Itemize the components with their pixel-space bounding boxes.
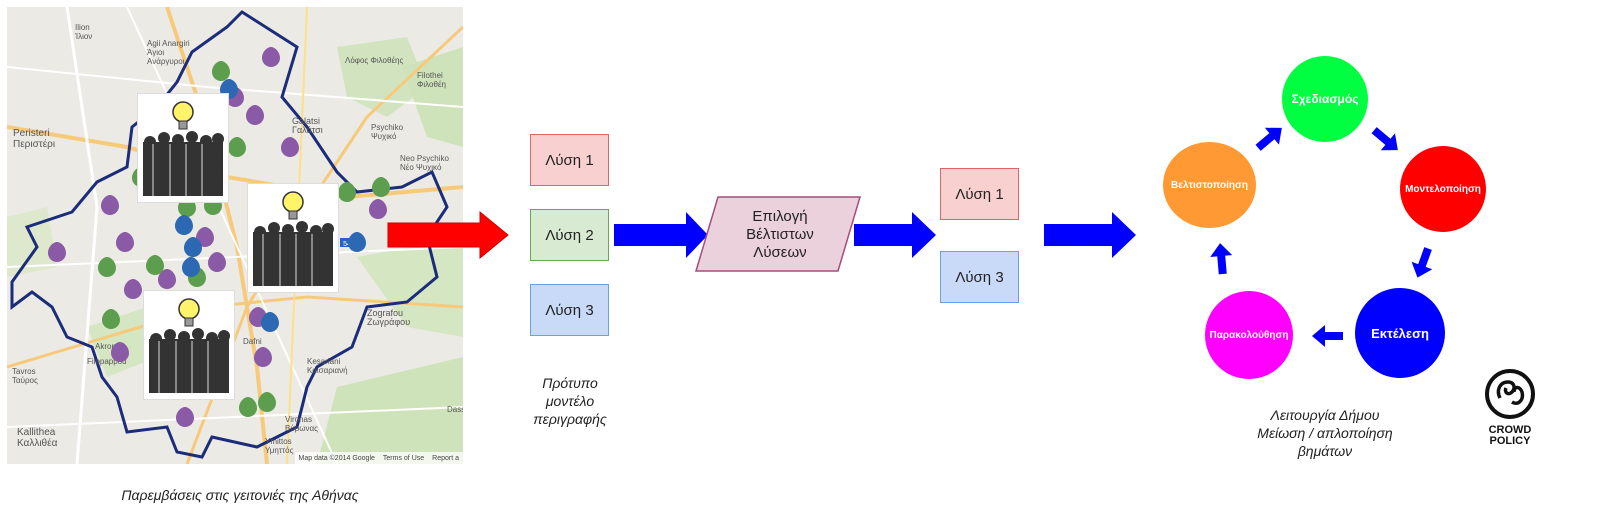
selection-label: Επιλογή Βέλτιστων Λύσεων bbox=[746, 208, 814, 261]
cycle-modeling-node: Μοντελοποίηση bbox=[1400, 146, 1486, 232]
solution-2-box: Λύση 2 bbox=[530, 209, 609, 261]
map-label: Dass bbox=[447, 405, 463, 414]
cycle-optimization-node: Βελτιστοποίηση bbox=[1163, 142, 1256, 228]
selected-solution-3-box: Λύση 3 bbox=[940, 251, 1019, 303]
map-road bbox=[126, 7, 338, 464]
solution-3-box: Λύση 3 bbox=[530, 284, 609, 336]
crowd-idea-graphic bbox=[143, 101, 224, 196]
map-pins bbox=[48, 47, 390, 435]
crowd-idea-graphic bbox=[149, 298, 230, 393]
selected-solution-1-box: Λύση 1 bbox=[940, 168, 1019, 220]
map-park bbox=[357, 237, 463, 337]
crowd-idea-image bbox=[143, 290, 235, 400]
crowd-idea-graphic bbox=[253, 191, 334, 286]
map-park bbox=[402, 47, 463, 147]
crowd-policy-logo: CROWD POLICY bbox=[1478, 368, 1542, 452]
cycle-arrow-right bbox=[1411, 247, 1433, 278]
cycle-arrow-top-left bbox=[1255, 127, 1282, 151]
map-label: Dafni bbox=[243, 337, 262, 346]
crowd-idea-image bbox=[247, 183, 339, 293]
svg-text:54: 54 bbox=[343, 241, 351, 248]
cycle-monitoring-node: Παρακολούθηση bbox=[1205, 291, 1293, 379]
map-label: Akropoli bbox=[95, 342, 124, 351]
blue-arrow-3 bbox=[1044, 212, 1136, 258]
crowd-policy-logo-mark bbox=[1485, 369, 1535, 419]
map-road bbox=[7, 66, 463, 108]
cycle-arrow-top-right bbox=[1371, 127, 1398, 151]
cycle-execution-node: Εκτέλεση bbox=[1355, 288, 1445, 378]
map-caption: Παρεμβάσεις στις γειτονιές της Αθήνας bbox=[121, 487, 359, 503]
report-link[interactable]: Report a bbox=[432, 454, 459, 462]
map-park bbox=[337, 37, 427, 117]
model-caption: Πρότυπο μοντέλο περιγραφής bbox=[533, 375, 607, 427]
municipality-boundary bbox=[10, 10, 449, 459]
crowd-policy-wordmark: CROWD POLICY bbox=[1488, 424, 1532, 447]
map-road bbox=[7, 246, 463, 268]
map-data-credit: Map data ©2014 Google bbox=[298, 454, 375, 462]
solution-1-box: Λύση 1 bbox=[530, 134, 609, 186]
cycle-arrow-left bbox=[1210, 243, 1233, 275]
map-credits: Map data ©2014 Google Terms of Use Repor… bbox=[294, 452, 463, 464]
map-park bbox=[7, 207, 57, 277]
cycle-caption: Λειτουργία Δήμου Μείωση / απλοποίηση βημ… bbox=[1257, 407, 1393, 459]
crowd-idea-image bbox=[137, 93, 229, 203]
cycle-design-node: Σχεδιασμός bbox=[1282, 56, 1368, 142]
terms-of-use-link[interactable]: Terms of Use bbox=[382, 454, 425, 462]
map-label: Filopappou bbox=[87, 357, 127, 366]
map-label: Λόφος Φιλοθέης bbox=[345, 56, 404, 65]
road-shield bbox=[340, 238, 354, 247]
selection-shape bbox=[694, 196, 862, 272]
cycle-arrow-bottom bbox=[1312, 325, 1343, 347]
map-road bbox=[7, 406, 463, 428]
